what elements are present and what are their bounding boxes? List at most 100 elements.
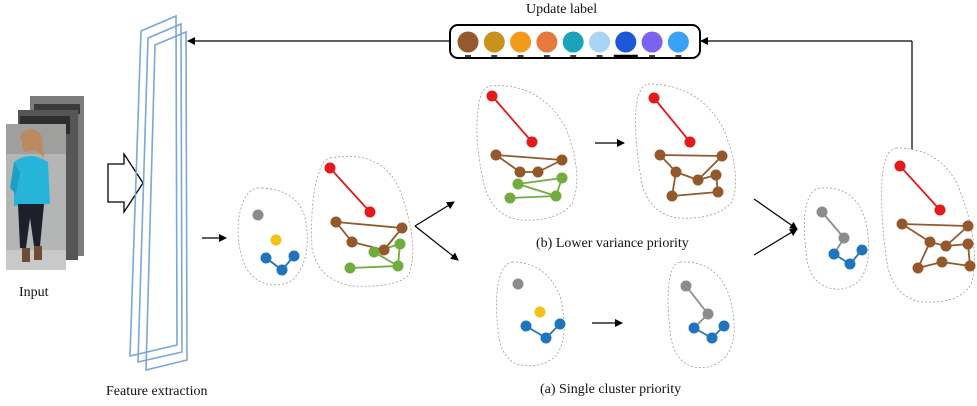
graph-node-blue (540, 332, 552, 344)
input-frame-front (6, 124, 66, 270)
graph-final-large (894, 160, 976, 274)
graph-node-brown (666, 190, 678, 202)
graph-node-brown (962, 238, 974, 250)
graph-edge (901, 223, 969, 227)
graph-node-gray (680, 280, 692, 292)
graph-node-red (526, 136, 538, 148)
merge-arrow-bottom (753, 228, 798, 256)
graph-node-brown (912, 262, 924, 274)
feature-plane-2 (137, 22, 183, 364)
graph-node-green (512, 178, 524, 190)
lower-variance-caption: (b) Lower variance priority (536, 236, 689, 251)
graph-initial-large (324, 162, 408, 274)
graph-node-blue (554, 318, 566, 330)
graph-node-green (394, 238, 406, 250)
graph-edge (509, 195, 557, 199)
palette-dot (483, 31, 505, 53)
input-hollow-arrow (107, 151, 144, 215)
graph-node-brown (936, 256, 948, 268)
merge-arrow-top (753, 198, 798, 230)
graph-lower-before (486, 90, 568, 204)
graph-node-brown (532, 166, 544, 178)
graph-edge (653, 97, 691, 143)
graph-node-brown (962, 220, 974, 232)
input-frame-back-detail (34, 104, 80, 114)
update-label-palette (457, 31, 689, 58)
single-cluster-caption: (a) Single cluster priority (540, 382, 681, 397)
graph-node-red (894, 160, 906, 172)
graph-node-brown (712, 186, 724, 198)
graph-node-brown (378, 244, 390, 256)
graph-node-green (556, 172, 568, 184)
graph-node-green (392, 260, 404, 272)
graph-edge (821, 211, 845, 239)
palette-dot (667, 31, 689, 53)
input-image-stack (6, 96, 84, 270)
graph-node-brown (710, 169, 722, 181)
graph-node-brown (924, 236, 936, 248)
palette-dot (536, 31, 558, 53)
graph-lower-after (648, 92, 728, 202)
feature-plane-3 (145, 30, 188, 372)
graph-node-green (550, 190, 562, 202)
feature-extraction-label: Feature extraction (106, 384, 207, 399)
graph-node-green (504, 192, 516, 204)
feature-plane-1 (129, 14, 178, 358)
graph-node-brown (330, 216, 342, 228)
graph-node-gray (702, 308, 714, 320)
graph-node-green (344, 262, 356, 274)
graph-node-blue (260, 252, 272, 264)
graph-node-gray (816, 206, 828, 218)
graph-node-brown (556, 154, 568, 166)
feature-extraction-planes (129, 14, 188, 372)
graph-node-brown (670, 166, 682, 178)
palette-dot (510, 31, 532, 53)
final-cluster-region-small (804, 187, 870, 290)
graph-node-blue (688, 322, 700, 334)
graph-edge (899, 165, 941, 211)
graph-node-brown (396, 222, 408, 234)
palette-dot (641, 31, 663, 53)
palette-dot (615, 31, 637, 53)
graph-edge (335, 221, 403, 229)
graph-node-brown (896, 218, 908, 230)
graph-node-brown (514, 166, 526, 178)
single-cluster-after-region (667, 261, 735, 369)
graph-edge (349, 265, 399, 269)
graph-edge (517, 183, 557, 197)
update-label-title: Update label (526, 2, 597, 17)
graph-node-green (368, 246, 380, 258)
graph-edge (517, 177, 563, 185)
palette-dot (589, 31, 610, 53)
split-arrow-up (414, 201, 455, 227)
graph-node-brown (490, 149, 502, 161)
graph-node-gray (838, 232, 850, 244)
lower-variance-before-region (476, 85, 578, 221)
graph-edge (659, 154, 723, 157)
graph-node-blue (856, 244, 868, 256)
graph-node-red (486, 90, 498, 102)
input-label: Input (19, 285, 49, 300)
lower-variance-after-region (635, 83, 736, 219)
graph-node-brown (940, 240, 952, 252)
graph-node-blue (520, 320, 532, 332)
graph-single-before (512, 278, 566, 344)
graph-edge (697, 155, 723, 181)
graph-edge (491, 95, 533, 143)
graph-node-red (648, 92, 660, 104)
graph-node-brown (716, 150, 728, 162)
graph-initial-small (252, 209, 300, 276)
feedback-loop-arrow (187, 37, 913, 157)
graph-node-blue (288, 250, 300, 262)
graph-node-gray (252, 209, 264, 221)
graph-edge (901, 223, 931, 243)
cluster-graphs (252, 90, 976, 344)
single-cluster-before-region (496, 261, 565, 367)
graph-node-blue (718, 320, 730, 332)
graph-node-yellow (534, 306, 546, 318)
graph-node-brown (964, 260, 976, 272)
graph-edge (685, 285, 709, 315)
palette-dot (457, 31, 479, 53)
graph-edge (671, 191, 719, 197)
